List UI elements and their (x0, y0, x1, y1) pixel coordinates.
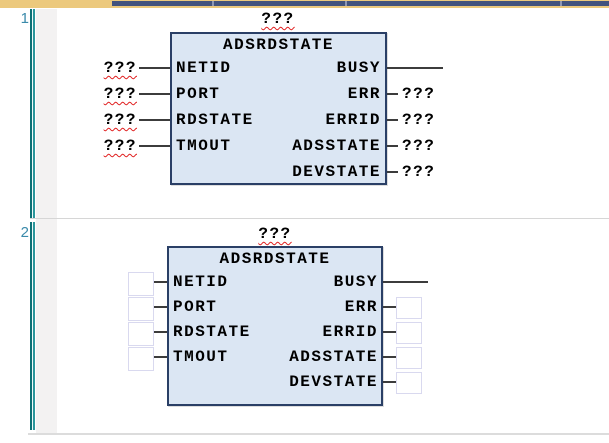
toolbar-separator (212, 1, 214, 6)
input-wire (154, 281, 167, 283)
output-slot-errid[interactable] (396, 322, 422, 344)
input-wire (139, 67, 170, 69)
input-slot-port[interactable] (128, 297, 154, 321)
toolbar-navy-bar (112, 1, 609, 6)
pin-label-err[interactable]: ERR (344, 298, 378, 316)
input-operand-port[interactable]: ??? (103, 85, 137, 103)
busy-output-wire (387, 67, 443, 69)
pin-label-err[interactable]: ERR (347, 85, 381, 103)
toolbar-edge (0, 0, 609, 8)
output-wire (383, 306, 396, 308)
output-slot-adsstate[interactable] (396, 347, 422, 369)
output-wire (387, 93, 398, 95)
network-2-instance-label[interactable]: ??? (258, 225, 292, 243)
network-2-rail (30, 222, 35, 430)
pin-label-netid[interactable]: NETID (176, 59, 232, 77)
busy-output-wire (383, 281, 428, 283)
pin-label-devstate[interactable]: DEVSTATE (289, 373, 378, 391)
pin-label-busy[interactable]: BUSY (333, 273, 378, 291)
output-operand-errid[interactable]: ??? (402, 111, 436, 129)
input-wire (154, 356, 167, 358)
pin-label-tmout[interactable]: TMOUT (173, 348, 229, 366)
network-1-number: 1 (20, 10, 29, 27)
output-wire (387, 171, 398, 173)
output-wire (387, 119, 398, 121)
input-wire (154, 331, 167, 333)
network-2-block-title[interactable]: ADSRDSTATE (219, 250, 331, 268)
input-wire (139, 93, 170, 95)
input-slot-netid[interactable] (128, 272, 154, 296)
pin-label-tmout[interactable]: TMOUT (176, 137, 232, 155)
output-slot-devstate[interactable] (396, 372, 422, 394)
network-1-block-title[interactable]: ADSRDSTATE (222, 36, 334, 54)
output-operand-err[interactable]: ??? (402, 85, 436, 103)
network-2-number: 2 (20, 224, 29, 241)
network-1-rail (30, 9, 35, 218)
output-slot-err[interactable] (396, 297, 422, 319)
output-wire (383, 331, 396, 333)
network-1-gutter-strip (36, 9, 57, 218)
network-1-function-block[interactable] (170, 32, 387, 185)
pin-label-rdstate[interactable]: RDSTATE (176, 111, 254, 129)
pin-label-port[interactable]: PORT (176, 85, 221, 103)
output-wire (383, 381, 396, 383)
input-operand-tmout[interactable]: ??? (103, 137, 137, 155)
input-wire (139, 119, 170, 121)
network-2-gutter-strip (36, 219, 57, 433)
pin-label-port[interactable]: PORT (173, 298, 218, 316)
bottom-divider (28, 433, 609, 435)
input-operand-rdstate[interactable]: ??? (103, 111, 137, 129)
input-slot-rdstate[interactable] (128, 322, 154, 346)
input-wire (154, 306, 167, 308)
output-operand-adsstate[interactable]: ??? (402, 137, 436, 155)
network-1-instance-label[interactable]: ??? (261, 10, 295, 28)
input-wire (139, 145, 170, 147)
output-operand-devstate[interactable]: ??? (402, 163, 436, 181)
output-wire (387, 145, 398, 147)
pin-label-devstate[interactable]: DEVSTATE (292, 163, 381, 181)
pin-label-adsstate[interactable]: ADSSTATE (292, 137, 381, 155)
pin-label-adsstate[interactable]: ADSSTATE (289, 348, 378, 366)
pin-label-busy[interactable]: BUSY (336, 59, 381, 77)
pin-label-errid[interactable]: ERRID (325, 111, 381, 129)
pin-label-netid[interactable]: NETID (173, 273, 229, 291)
output-wire (383, 356, 396, 358)
input-operand-netid[interactable]: ??? (103, 59, 137, 77)
toolbar-separator (560, 1, 562, 6)
input-slot-tmout[interactable] (128, 347, 154, 371)
pin-label-errid[interactable]: ERRID (322, 323, 378, 341)
toolbar-separator (345, 1, 347, 6)
network-divider (30, 218, 609, 219)
network-2-function-block[interactable] (167, 246, 383, 406)
pin-label-rdstate[interactable]: RDSTATE (173, 323, 251, 341)
